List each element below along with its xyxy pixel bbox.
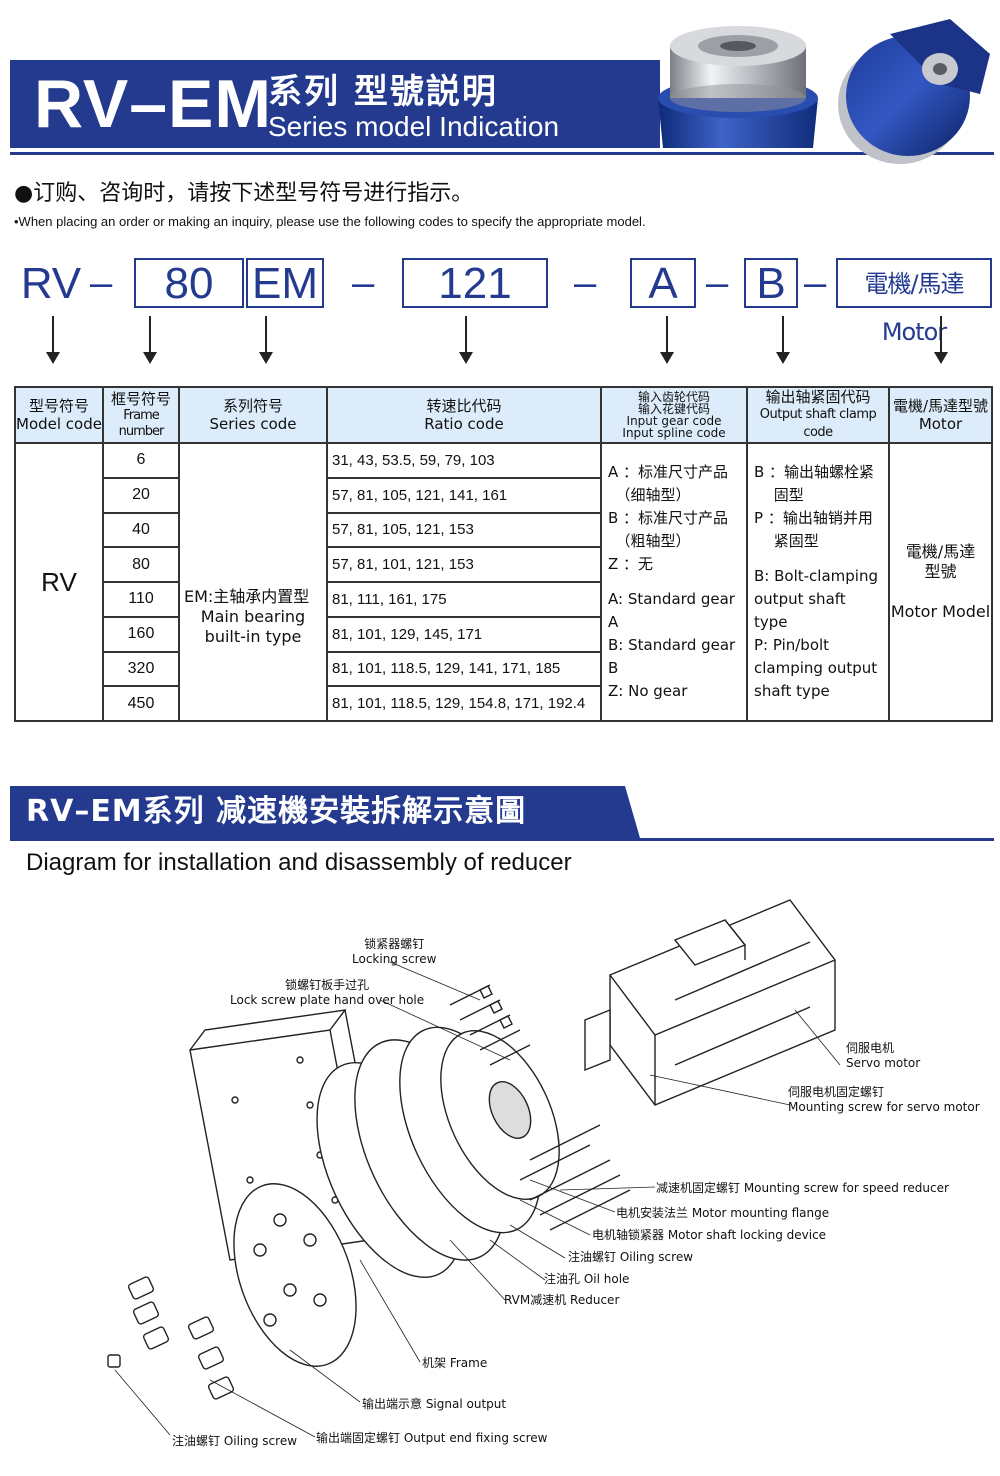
servo-motor-drawing	[584, 899, 836, 1106]
intro-text-chinese: ●订购、咨询时，请按下述型号符号进行指示。	[14, 181, 474, 206]
motor-screws-drawing	[519, 1124, 631, 1231]
code-dash: –	[804, 261, 827, 305]
label-reducer-screw: 减速机固定螺钉 Mounting screw for speed reducer	[656, 1181, 949, 1195]
model-cell: RV	[14, 442, 104, 722]
label-signal-output: 输出端示意 Signal output	[362, 1397, 507, 1411]
arrow-down-icon	[934, 316, 948, 364]
table-row: 450 81, 101, 118.5, 129, 154.8, 171, 192.…	[15, 685, 992, 722]
ratio-cell: 31, 43, 53.5, 59, 79, 103	[326, 442, 602, 479]
arrow-down-icon	[259, 316, 273, 364]
table-row: RV 6 EM:主轴承内置型 Main bearing built-in typ…	[14, 442, 993, 722]
ratio-cell: 81, 101, 118.5, 129, 141, 171, 185	[326, 650, 602, 688]
table-row: 20 57, 81, 105, 121, 141, 161	[15, 476, 992, 514]
code-prefix: RV	[20, 259, 82, 308]
code-dash: –	[706, 261, 729, 305]
header-rule	[10, 152, 994, 155]
table-row: 110 81, 111, 161, 175	[15, 581, 992, 618]
arrow-down-icon	[776, 316, 790, 364]
frame-cell: 450	[102, 685, 180, 722]
code-ratio-box: 121	[402, 258, 548, 308]
ratio-cell: 81, 111, 161, 175	[326, 581, 602, 618]
series-cell: EM:主轴承内置型 Main bearing built-in type	[178, 442, 328, 722]
label-oiling-screw-2: 注油螺钉 Oiling screw	[172, 1434, 298, 1448]
reducer-product-image	[658, 26, 818, 148]
frame-cell: 20	[102, 476, 180, 514]
frame-cell: 80	[102, 546, 180, 583]
label-oil-hole: 注油孔 Oil hole	[544, 1272, 630, 1286]
ratio-cell: 81, 101, 118.5, 129, 154.8, 171, 192.4	[326, 685, 602, 722]
ratio-cell: 57, 81, 101, 121, 153	[326, 546, 602, 583]
title-english: Series model Indication	[268, 111, 560, 142]
reducer-product-image-2	[838, 19, 990, 164]
ratio-cell: 57, 81, 105, 121, 141, 161	[326, 476, 602, 514]
code-input-box: A	[630, 258, 696, 308]
intro-text-english: •When placing an order or making an inqu…	[14, 214, 646, 229]
section2-rule	[10, 838, 994, 841]
code-dash: –	[90, 261, 113, 305]
label-shaft-lock: 电机轴锁紧器 Motor shaft locking device	[592, 1228, 827, 1242]
header-band	[10, 60, 660, 148]
label-frame: 机架 Frame	[422, 1356, 488, 1370]
code-dash: –	[574, 261, 597, 305]
label-oiling-screw: 注油螺钉 Oiling screw	[568, 1250, 694, 1264]
section2-subtitle: Diagram for installation and disassembly…	[26, 849, 572, 876]
arrow-down-icon	[660, 316, 674, 364]
locking-screws-drawing	[449, 984, 531, 1066]
frame-cell: 6	[102, 442, 180, 479]
arrow-down-icon	[46, 316, 60, 364]
frame-cell: 40	[102, 511, 180, 549]
input-code-cell: A ：标准尺寸产品 （细轴型） B ：标准尺寸产品 （粗轴型） Z ：无 A: …	[600, 442, 748, 722]
arrow-down-icon	[143, 316, 157, 364]
motor-model-cell: 電機/馬達 型號 Motor Model	[888, 442, 993, 722]
arrow-down-icon	[459, 316, 473, 364]
output-screws-drawing	[107, 1276, 235, 1400]
header-input-code: 输入齿轮代码 输入花键代码 Input gear code Input spli…	[600, 386, 748, 444]
code-frame-box: 80	[134, 258, 244, 308]
title-chinese: 系列 型號説明	[268, 72, 498, 112]
table-row: 80 57, 81, 101, 121, 153	[15, 546, 992, 583]
output-code-cell: B ：输出轴螺栓紧 固型 P ：输出轴销并用 紧固型 B: Bolt-clamp…	[746, 442, 890, 722]
label-motor-flange: 电机安装法兰 Motor mounting flange	[616, 1206, 830, 1220]
frame-cell: 110	[102, 581, 180, 618]
ratio-cell: 81, 101, 129, 145, 171	[326, 615, 602, 653]
leader-lines	[114, 961, 841, 1438]
label-reducer: RVM减速机 Reducer	[504, 1293, 620, 1307]
code-series-box: EM	[246, 258, 324, 308]
code-dash: –	[352, 261, 375, 305]
frame-cell: 320	[102, 650, 180, 688]
section2-title: RV–EM系列 减速機安裝拆解示意圖	[26, 794, 527, 829]
code-output-box: B	[744, 258, 798, 308]
reducer-drawing	[316, 1026, 560, 1278]
label-output-screw: 输出端固定螺钉 Output end fixing screw	[316, 1431, 548, 1445]
code-motor-box: 電機/馬達Motor	[836, 258, 992, 346]
table-row: 160 81, 101, 129, 145, 171	[15, 615, 992, 653]
output-flange-drawing	[233, 1183, 357, 1367]
series-code-title: RV–EM	[34, 66, 273, 142]
table-row: 320 81, 101, 118.5, 129, 141, 171, 185	[15, 650, 992, 688]
frame-cell: 160	[102, 615, 180, 653]
exploded-assembly-diagram	[107, 899, 841, 1438]
table-row: 40 57, 81, 105, 121, 153	[15, 511, 992, 549]
section2-band	[10, 786, 640, 838]
ratio-cell: 57, 81, 105, 121, 153	[326, 511, 602, 549]
